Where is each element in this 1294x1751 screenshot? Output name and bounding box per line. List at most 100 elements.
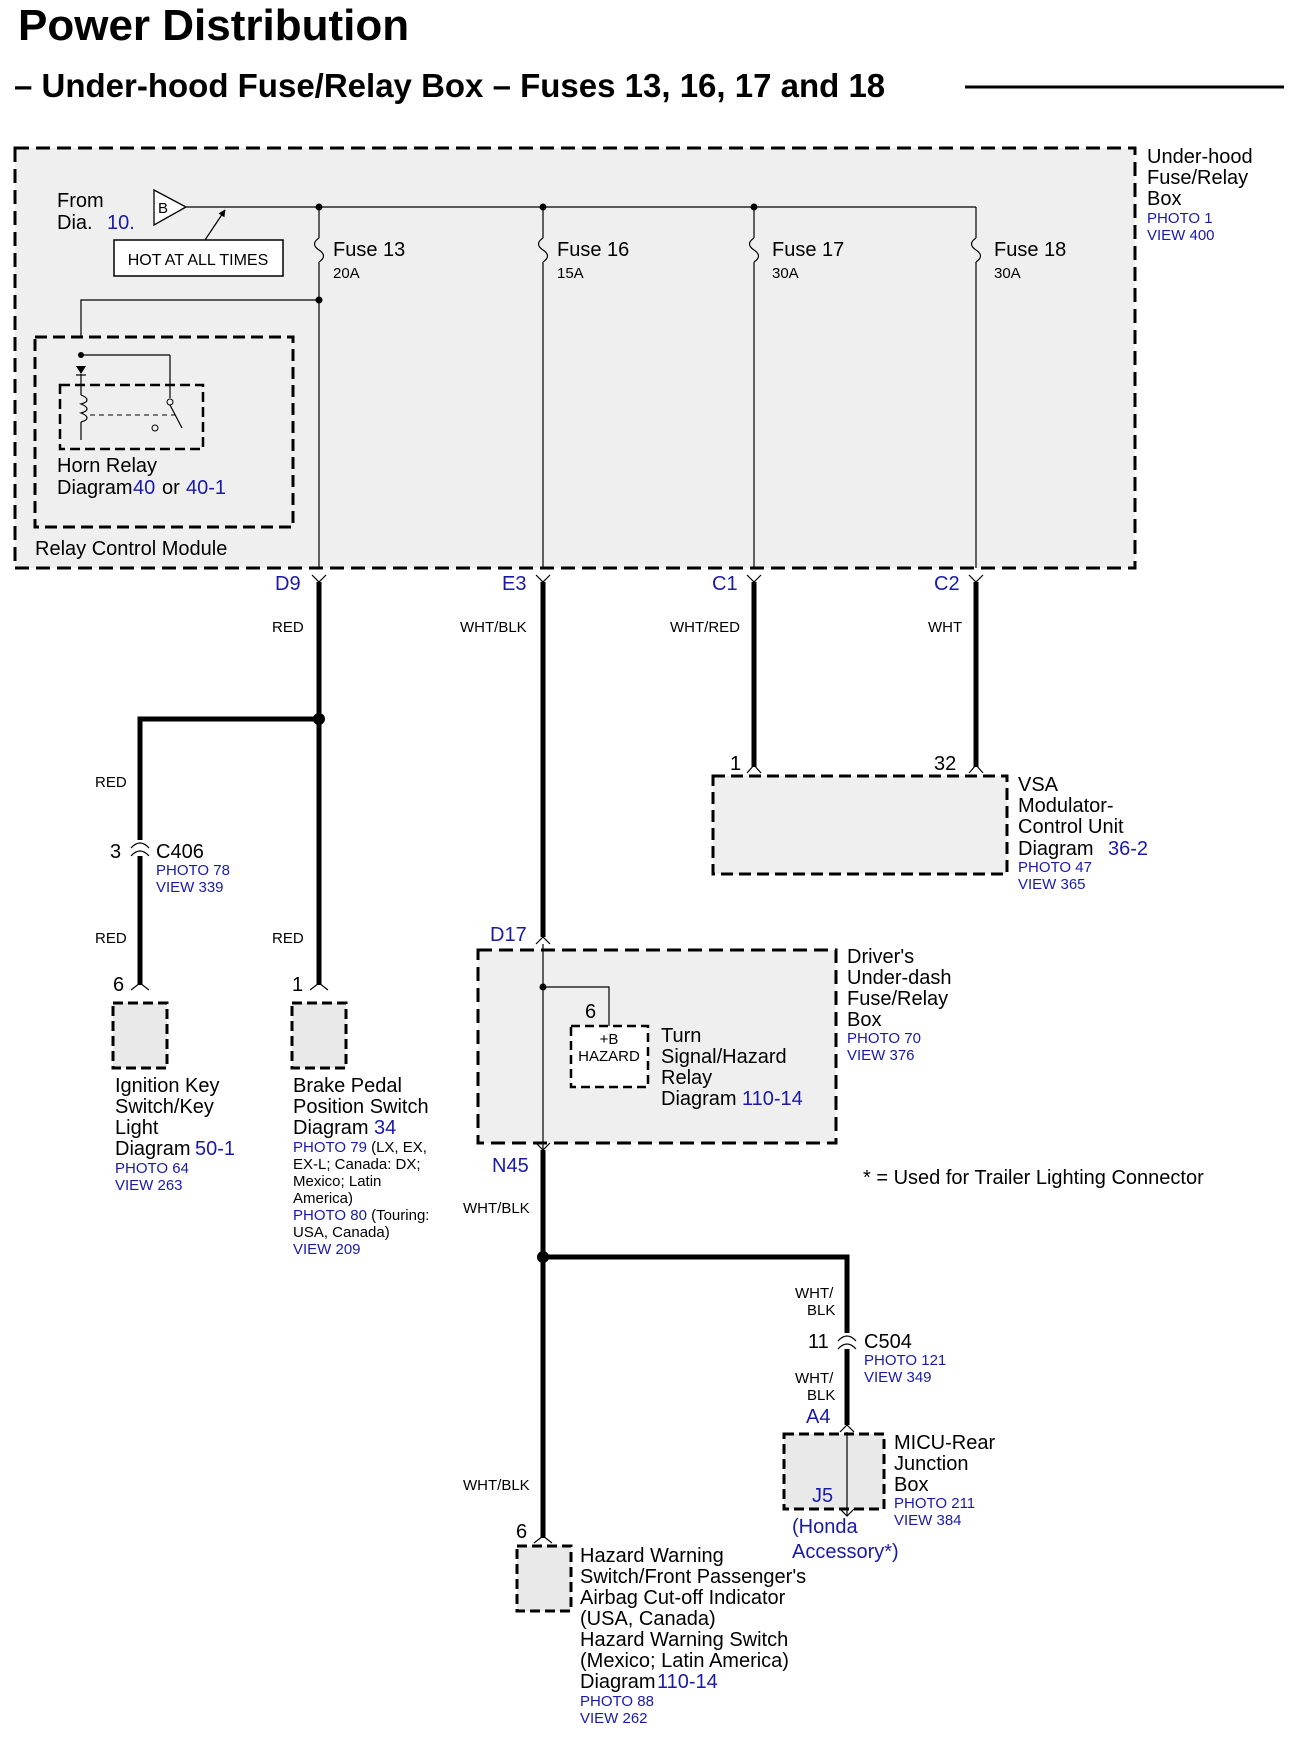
wire-c2-label: WHT — [928, 619, 962, 636]
micu-accessory-1: (Honda — [792, 1516, 858, 1538]
c406-connector-top — [130, 842, 150, 849]
hazard-switch-box — [515, 1544, 573, 1613]
c504-connector-top — [837, 1335, 857, 1342]
brake-photo80-note-1: (Touring: — [367, 1207, 430, 1224]
wire-n45-label: WHT/BLK — [463, 1200, 530, 1217]
horn-relay-coil — [78, 394, 88, 423]
horn-relay-diagram-prefix: Diagram — [57, 477, 133, 499]
dia-label: Dia. — [57, 212, 93, 234]
fuse18-amps: 30A — [994, 265, 1021, 282]
ignition-label-2: Switch/Key — [115, 1096, 214, 1118]
horn-relay-diagram-a: 40 — [133, 477, 155, 499]
fuse16-symbol — [537, 237, 549, 263]
page-subtitle: – Under-hood Fuse/Relay Box – Fuses 13, … — [14, 67, 885, 104]
relay-switch-arm — [169, 404, 183, 429]
micu-label-3: Box — [894, 1474, 928, 1496]
turn-relay-diagram-prefix: Diagram — [661, 1088, 737, 1110]
c406-view: VIEW 339 — [156, 879, 224, 896]
ignition-terminal-symbol — [130, 982, 150, 991]
from-label: From — [57, 190, 104, 212]
micu-accessory-2: Accessory*) — [792, 1541, 899, 1563]
ignition-label-1: Ignition Key — [115, 1075, 220, 1097]
c504-pin: 11 — [808, 1331, 829, 1353]
hazard-diagram-prefix: Diagram — [580, 1671, 656, 1693]
hazard-diagram: 110-14 — [657, 1671, 718, 1693]
relay-top-junction — [78, 352, 84, 358]
c2-terminal-symbol — [968, 574, 984, 583]
brake-photo80-note-2: USA, Canada) — [293, 1224, 390, 1241]
wire-c406-top-label: RED — [95, 774, 127, 791]
underhood-box-label-2: Fuse/Relay — [1147, 167, 1248, 189]
c504-connector-bottom — [837, 1343, 857, 1350]
micu-photo: PHOTO 211 — [894, 1495, 975, 1512]
c406-name: C406 — [156, 841, 204, 863]
vsa-diagram: 36-2 — [1108, 838, 1148, 860]
brake-switch-box — [290, 1001, 348, 1070]
e3-terminal-symbol — [535, 574, 551, 583]
fuse13-name: Fuse 13 — [333, 239, 405, 261]
vsa-label-2: Modulator- — [1018, 795, 1114, 817]
driver-box-label-4: Box — [847, 1009, 881, 1031]
wire-hazard-label: WHT/BLK — [463, 1477, 530, 1494]
underhood-box-label-1: Under-hood — [1147, 146, 1253, 168]
brake-photo79-note-2: EX-L; Canada: DX; — [293, 1156, 421, 1173]
brake-diagram-prefix: Diagram — [293, 1117, 369, 1139]
hot-at-all-times-label: HOT AT ALL TIMES — [128, 252, 269, 269]
turn-relay-label-3: Relay — [661, 1067, 712, 1089]
micu-view: VIEW 384 — [894, 1512, 962, 1529]
connector-b-label: B — [158, 200, 168, 217]
wire-brake-label: RED — [272, 930, 304, 947]
brake-diagram: 34 — [374, 1117, 396, 1139]
d9-terminal-symbol — [311, 574, 327, 583]
c504-wire-top-2: BLK — [807, 1302, 835, 1319]
horn-relay-label: Horn Relay — [57, 455, 157, 477]
hazard-pin: 6 — [516, 1521, 527, 1543]
j5-terminal-symbol — [839, 1508, 855, 1517]
vsa-pin-a: 1 — [730, 753, 741, 775]
hazard-label-2: Switch/Front Passenger's — [580, 1566, 806, 1588]
turn-relay-pin: 6 — [585, 1001, 596, 1023]
hot-arrow — [204, 209, 226, 241]
vsa-unit-box — [711, 774, 1009, 876]
connector-b-triangle — [153, 188, 188, 227]
brake-label-1: Brake Pedal — [293, 1075, 402, 1097]
fuse18-name: Fuse 18 — [994, 239, 1066, 261]
horn-relay-diagram-b: 40-1 — [186, 477, 226, 499]
c406-pin: 3 — [110, 841, 121, 863]
vsa-label-3: Control Unit — [1018, 816, 1124, 838]
vsa-pin1-symbol — [746, 764, 762, 774]
fuse18-symbol — [970, 237, 982, 263]
driver-box-label-3: Fuse/Relay — [847, 988, 948, 1010]
fuse13-symbol — [313, 237, 325, 263]
hazard-label-1: Hazard Warning — [580, 1545, 724, 1567]
turn-relay-label-1: Turn — [661, 1025, 701, 1047]
hazard-terminal-symbol — [533, 1535, 553, 1544]
underhood-box-photo: PHOTO 1 — [1147, 210, 1213, 227]
driver-under-dash-box — [476, 948, 838, 1145]
ignition-view: VIEW 263 — [115, 1177, 183, 1194]
hazard-label-4: (USA, Canada) — [580, 1608, 716, 1630]
hot-at-all-times-box — [113, 239, 284, 277]
turn-relay-diagram: 110-14 — [742, 1088, 803, 1110]
terminal-c2: C2 — [934, 573, 960, 595]
d17-terminal-symbol — [535, 936, 551, 945]
turn-relay-label-2: Signal/Hazard — [661, 1046, 787, 1068]
vsa-view: VIEW 365 — [1018, 876, 1086, 893]
horn-relay-or: or — [162, 477, 180, 499]
c504-wire-bottom-2: BLK — [807, 1387, 835, 1404]
relay-diode — [76, 366, 86, 374]
hazard-photo: PHOTO 88 — [580, 1693, 654, 1710]
brake-photo79-note-1: (LX, EX, — [367, 1139, 427, 1156]
terminal-c1: C1 — [712, 573, 738, 595]
underhood-box-label-3: Box — [1147, 188, 1181, 210]
brake-terminal-symbol — [309, 982, 329, 991]
relay-control-module-label: Relay Control Module — [35, 538, 227, 560]
vsa-diagram-prefix: Diagram — [1018, 838, 1094, 860]
ignition-pin: 6 — [113, 974, 124, 996]
hazard-view: VIEW 262 — [580, 1710, 648, 1727]
c406-connector-bottom — [130, 850, 150, 857]
micu-label-2: Junction — [894, 1453, 969, 1475]
terminal-a4: A4 — [806, 1406, 830, 1428]
footnote: * = Used for Trailer Lighting Connector — [863, 1167, 1204, 1189]
